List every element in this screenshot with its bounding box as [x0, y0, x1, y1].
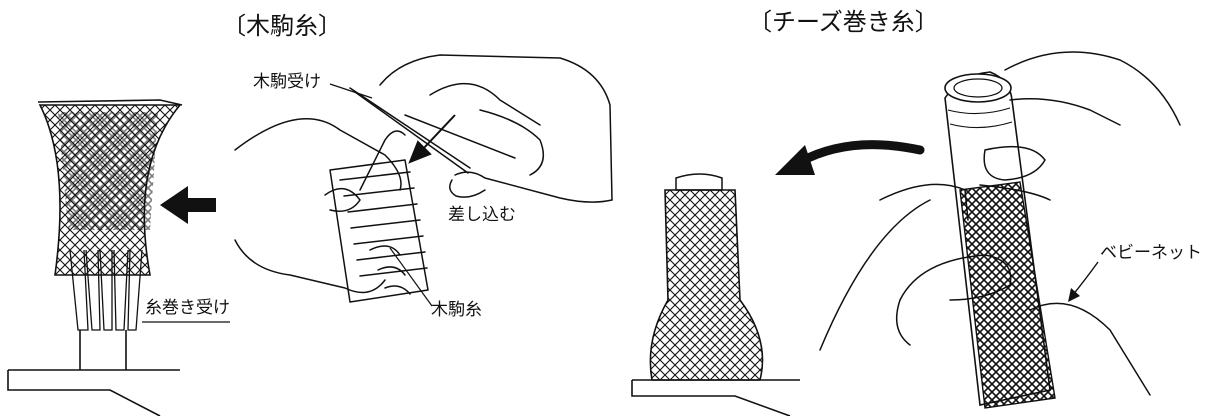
- label-insert: 差し込む: [448, 205, 516, 225]
- label-baby-net: ベビーネット: [1100, 243, 1202, 263]
- label-wood-spool-receiver: 木駒受け: [253, 72, 321, 92]
- label-thread-winding-receiver: 糸巻き受け: [145, 298, 230, 318]
- right-hand-with-tool: [349, 54, 613, 203]
- stand-base-right: [631, 379, 800, 416]
- net-leader: [1068, 261, 1099, 302]
- netted-cheese-cone: [649, 173, 764, 381]
- label-wood-spool-thread: 木駒糸: [431, 300, 482, 320]
- right-title: 〔チーズ巻き糸〕: [748, 8, 939, 36]
- leader-lines: [142, 83, 433, 323]
- netted-wood-spool: [37, 99, 183, 276]
- spool-holder-pins: [69, 249, 143, 331]
- cheese-tube-with-net: [944, 71, 1056, 409]
- direction-arrow-left: [160, 186, 216, 224]
- insert-arrow: [408, 114, 456, 164]
- hands-holding-tube: [819, 51, 1181, 396]
- left-title: 〔木駒糸〕: [222, 12, 342, 40]
- stand-base: [7, 330, 180, 416]
- left-hand-holding-spool: [234, 118, 429, 303]
- direction-arrow-curved: [775, 140, 925, 175]
